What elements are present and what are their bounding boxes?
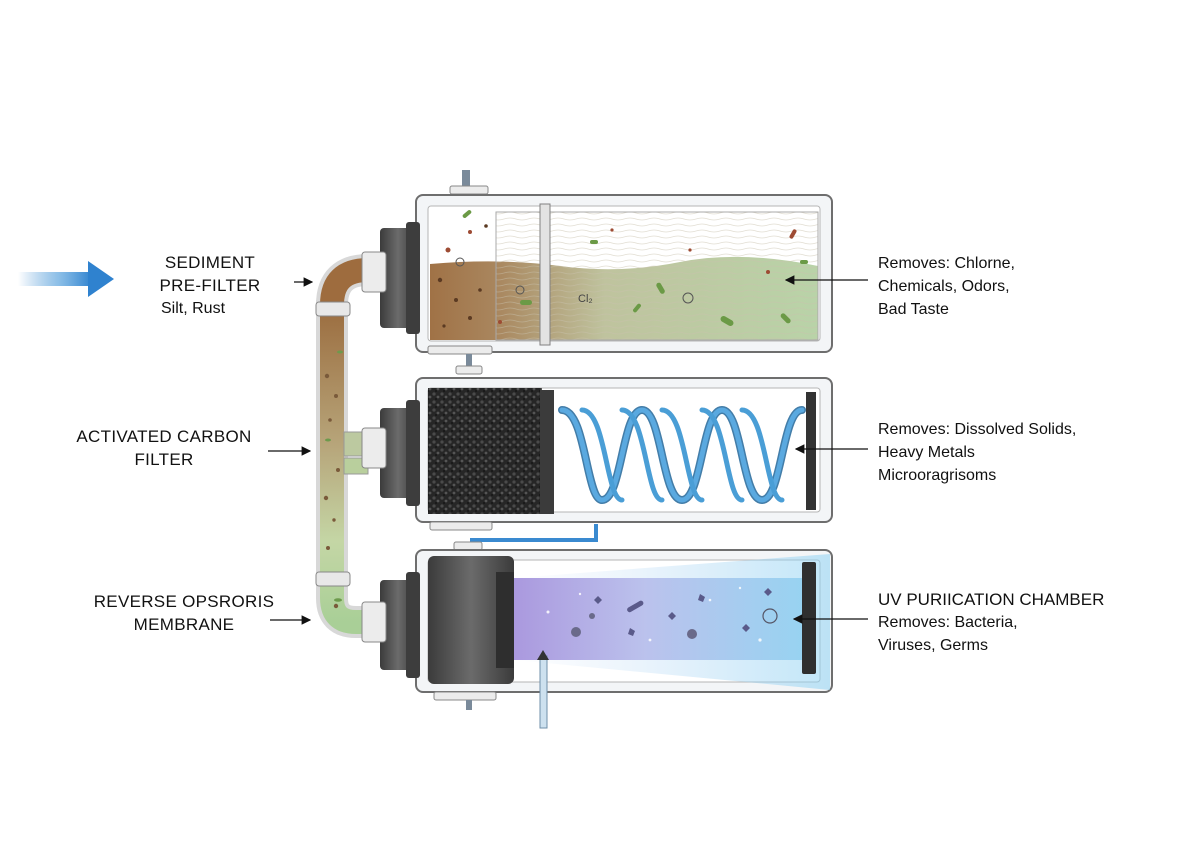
uv-title: UV PURIICATION CHAMBER — [878, 590, 1105, 609]
sediment-label: SEDIMENT PRE-FILTER — [140, 251, 280, 297]
chamber-formula: Cl₂ — [578, 293, 593, 305]
carbon-title-line2: FILTER — [134, 450, 194, 469]
ro-title-line2: MEMBRANE — [133, 615, 235, 634]
ro-title-line1: REVERSE OPSRORIS — [93, 592, 275, 611]
virus-icon — [571, 613, 697, 639]
uv-label: UV PURIICATION CHAMBER Removes: Bacteria… — [878, 590, 1105, 654]
carbon-removes-label: Removes: Chlorne, Chemicals, Odors, Bad … — [878, 255, 1015, 318]
carbon-title-line1: ACTIVATED CARBON — [76, 427, 252, 446]
sediment-title-line1: SEDIMENT — [164, 253, 256, 272]
uv-chamber-tank — [361, 541, 833, 729]
carbon-filter-tank: Cl₂ — [361, 170, 833, 372]
sediment-title-line2: PRE-FILTER — [159, 276, 261, 295]
ro-label: REVERSE OPSRORIS MEMBRANE — [86, 590, 282, 636]
carbon-label: ACTIVATED CARBON FILTER — [66, 425, 262, 471]
ro-removes-label: Removes: Dissolved Solids, Heavy Metals … — [878, 421, 1077, 484]
sediment-sub-label: Silt, Rust — [161, 300, 226, 317]
flow-arrow-icon — [18, 261, 114, 297]
bacteria-icon — [594, 588, 772, 636]
pointer-arrow-icon — [268, 275, 868, 625]
ro-membrane-tank — [361, 365, 833, 542]
